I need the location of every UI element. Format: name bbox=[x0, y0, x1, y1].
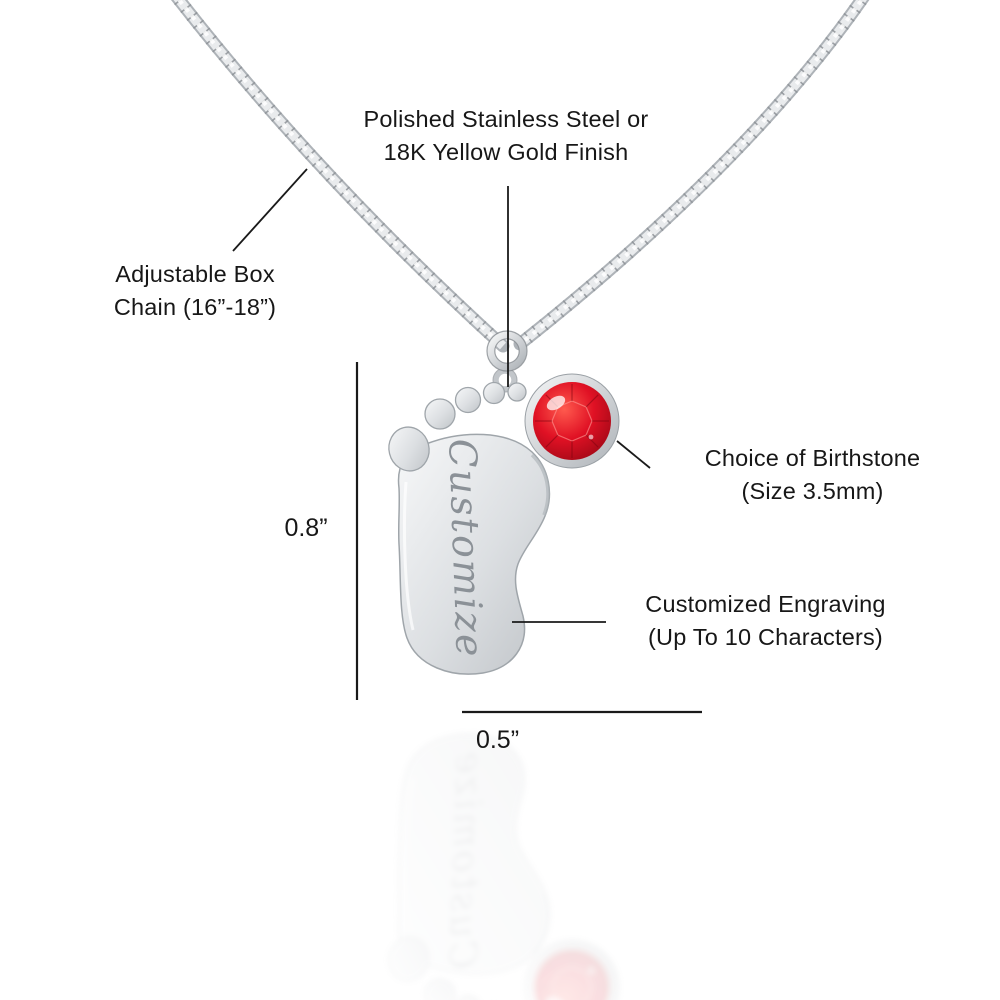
pointer-line-birthstone bbox=[616, 440, 651, 469]
engraving-text: Customize bbox=[440, 438, 492, 659]
toe-5 bbox=[507, 382, 527, 402]
pendant-reflection bbox=[384, 734, 619, 1000]
chain-right bbox=[513, 0, 870, 351]
birthstone-label-line2: (Size 3.5mm) bbox=[741, 478, 884, 505]
chain-left bbox=[171, 0, 510, 353]
measurement-lines bbox=[355, 362, 702, 714]
toe-3 bbox=[454, 386, 482, 414]
width-measurement: 0.5” bbox=[455, 726, 540, 755]
engraving-label: Customized Engraving (Up To 10 Character… bbox=[598, 588, 933, 655]
pointer-lines bbox=[232, 168, 651, 623]
finish-label-line2: 18K Yellow Gold Finish bbox=[383, 139, 629, 166]
chain-label: Adjustable Box Chain (16”-18”) bbox=[70, 258, 320, 325]
engraving-label-line1: Customized Engraving bbox=[645, 591, 886, 617]
width-measurement-value: 0.5” bbox=[475, 726, 520, 754]
pendant-group: Customize bbox=[388, 330, 620, 675]
finish-label-line1: Polished Stainless Steel or bbox=[363, 106, 649, 132]
foot-outline bbox=[397, 433, 551, 675]
height-measurement-value: 0.8” bbox=[284, 514, 328, 542]
birthstone-label-line1: Choice of Birthstone bbox=[704, 445, 921, 471]
birthstone-label: Choice of Birthstone (Size 3.5mm) bbox=[655, 442, 970, 509]
height-measurement: 0.8” bbox=[270, 514, 342, 543]
bail-ring bbox=[486, 330, 528, 393]
engraving-label-line2: (Up To 10 Characters) bbox=[648, 624, 883, 651]
birthstone bbox=[524, 373, 620, 469]
pointer-line-chain bbox=[232, 168, 308, 252]
toe-4 bbox=[482, 381, 506, 405]
finish-label: Polished Stainless Steel or 18K Yellow G… bbox=[330, 103, 682, 170]
chain-label-line2: Chain (16”-18”) bbox=[113, 294, 277, 321]
chain-label-line1: Adjustable Box bbox=[115, 261, 275, 287]
pendant-foot bbox=[388, 381, 551, 675]
big-toe bbox=[388, 426, 430, 472]
toe-2 bbox=[424, 398, 456, 430]
